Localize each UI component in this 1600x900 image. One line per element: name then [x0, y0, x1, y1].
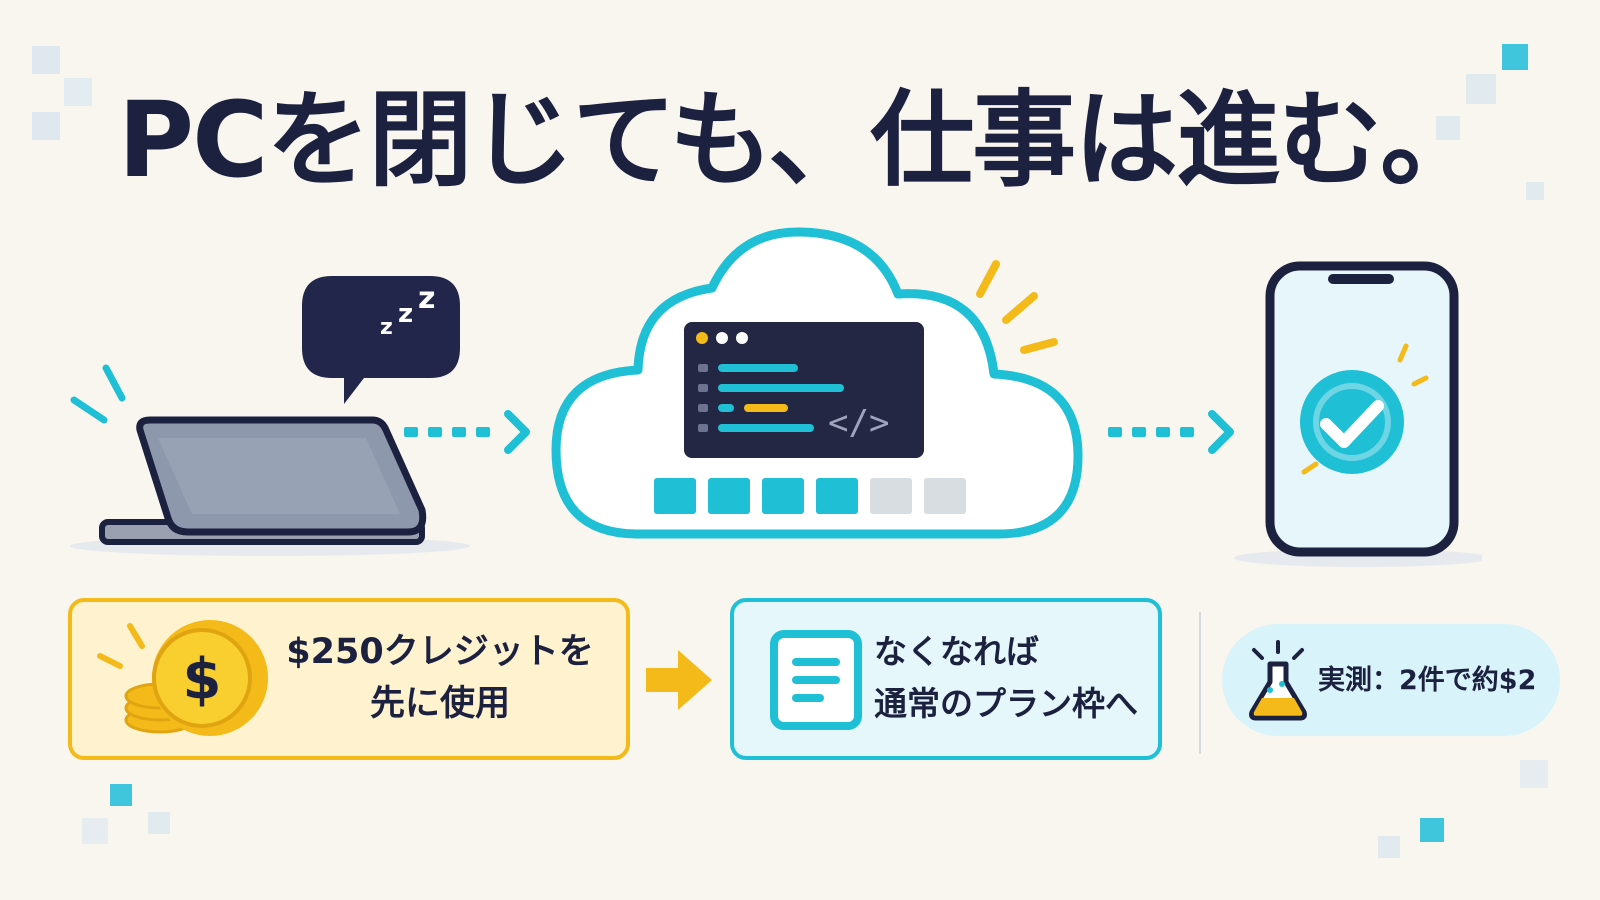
laptop-icon [70, 364, 470, 556]
progress-blocks [654, 478, 974, 514]
measured-pill: 実測：2件で約$2 [1222, 624, 1560, 736]
sleep-moon-icon: z z z [302, 276, 460, 404]
coin-dollar-icon: $ [97, 620, 268, 736]
flask-icon [1249, 640, 1307, 721]
headline: PCを閉じても、仕事は進む。 [117, 79, 1484, 201]
checkmark-icon [1300, 370, 1404, 474]
plan-card-panel: なくなれば 通常のプラン枠へ [730, 598, 1162, 760]
svg-text:z: z [418, 281, 435, 316]
divider [1199, 612, 1201, 754]
credit-card-panel: $ $250クレジットを 先に使用 [68, 598, 630, 760]
measured-text: 実測：2件で約$2 [1318, 665, 1537, 696]
plan-line2: 通常のプラン枠へ [874, 684, 1138, 723]
progress-block [870, 478, 912, 514]
progress-block [924, 478, 966, 514]
arrow-right-icon [646, 650, 712, 710]
progress-block [816, 478, 858, 514]
progress-block [762, 478, 804, 514]
credit-line2: 先に使用 [369, 684, 510, 724]
progress-block [708, 478, 750, 514]
svg-text:</>: </> [828, 403, 889, 443]
code-window-icon: </> [684, 322, 924, 458]
plan-line1: なくなれば [874, 632, 1039, 671]
progress-block [654, 478, 696, 514]
svg-text:z: z [380, 315, 393, 340]
svg-text:$: $ [183, 647, 222, 712]
arrow-right-icon [404, 410, 530, 454]
credit-line1: $250クレジットを [286, 632, 594, 672]
arrow-right-icon [1108, 410, 1234, 454]
svg-text:z: z [398, 299, 413, 329]
document-icon [770, 630, 862, 730]
